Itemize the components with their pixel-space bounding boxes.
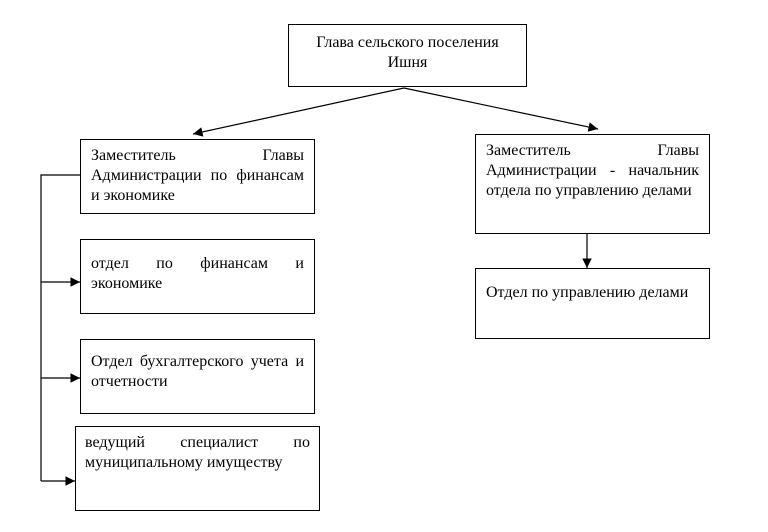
bracket-line (40, 174, 80, 481)
arrow-head-to-deputy-finance (192, 87, 405, 137)
admin-department-label: Отдел по управлению делами (486, 284, 689, 301)
admin-department-box: Отдел по управлению делами (475, 268, 710, 339)
finance-department-label: отдел по финансам и экономике (91, 255, 304, 292)
finance-department-box: отдел по финансам и экономике (80, 239, 315, 314)
accounting-department-box: Отдел бухгалтерского учета и отчетности (80, 339, 315, 414)
deputy-admin-label: Заместитель Главы Администрации - началь… (486, 142, 699, 199)
property-specialist-label: ведущий специалист по муниципальному иму… (85, 434, 310, 471)
head-box: Глава сельского поселения Ишня (288, 24, 527, 87)
deputy-admin-box: Заместитель Главы Администрации - началь… (475, 134, 710, 234)
deputy-finance-box: Заместитель Главы Администрации по финан… (80, 139, 315, 214)
deputy-finance-label: Заместитель Главы Администрации по финан… (91, 147, 304, 204)
property-specialist-box: ведущий специалист по муниципальному иму… (75, 426, 320, 511)
head-label: Глава сельского поселения Ишня (316, 34, 499, 71)
arrow-head-to-deputy-admin (403, 87, 599, 132)
accounting-department-label: Отдел бухгалтерского учета и отчетности (91, 353, 304, 390)
